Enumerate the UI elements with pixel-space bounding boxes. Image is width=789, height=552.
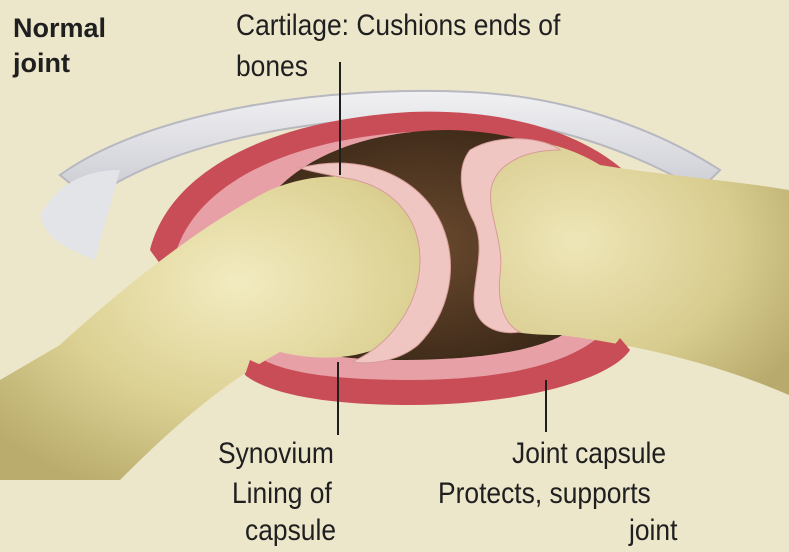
joint-capsule-label-line-1: Joint capsule (512, 439, 666, 469)
synovium-label-line-1: Synovium (218, 439, 334, 469)
synovium-label-line-3: capsule (245, 516, 336, 546)
synovium-label-line-2: Lining of (232, 479, 332, 509)
cartilage-label-line-1: Cartilage: Cushions ends of (236, 11, 560, 41)
joint-capsule-label-line-3: joint (629, 516, 677, 546)
title-line-1: Normal (13, 15, 106, 42)
cartilage-label-line-2: bones (236, 52, 308, 82)
title-line-2: joint (13, 50, 70, 77)
joint-capsule-label-line-2: Protects, supports (438, 479, 651, 509)
